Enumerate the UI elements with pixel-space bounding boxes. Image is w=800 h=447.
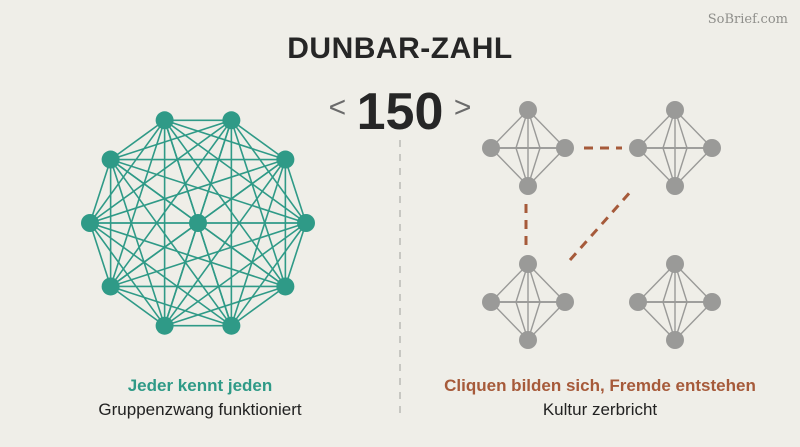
less-than-symbol: < (328, 91, 347, 124)
network-edge (163, 120, 199, 224)
network-node (222, 111, 241, 130)
network-edge (110, 119, 166, 161)
network-edge (110, 222, 199, 288)
clique-node (556, 293, 574, 311)
network-edge (109, 159, 166, 326)
clique-node (629, 293, 647, 311)
left-caption: Jeder kennt jeden Gruppenzwang funktioni… (0, 376, 400, 420)
network-node (276, 277, 295, 296)
right-caption-lead: Cliquen bilden sich, Fremde entstehen (444, 376, 756, 395)
network-edge (230, 159, 287, 326)
dunbar-number: < 150 > (0, 82, 800, 142)
clique-node (629, 139, 647, 157)
watermark: SoBrief.com (707, 12, 788, 27)
clique-node (666, 331, 684, 349)
network-edge (164, 119, 307, 224)
network-node (155, 316, 174, 335)
clique-node (666, 255, 684, 273)
network-node (276, 150, 295, 169)
dunbar-value: 150 (356, 83, 444, 141)
network-node (101, 150, 120, 169)
network-edge (197, 158, 286, 224)
clique-node (519, 331, 537, 349)
network-edge (230, 285, 286, 327)
network-edge (197, 222, 233, 326)
network-edge (109, 120, 166, 287)
clique-networks (482, 101, 721, 349)
network-edge (89, 222, 232, 327)
page-title: DUNBAR-ZAHL (287, 32, 513, 65)
left-caption-sub: Gruppenzwang funktioniert (98, 400, 302, 419)
clique-node (556, 139, 574, 157)
clique-node (666, 177, 684, 195)
network-node (189, 214, 207, 232)
network-edge (164, 222, 307, 327)
clique-node (482, 293, 500, 311)
clique-node (519, 177, 537, 195)
network-edge (110, 158, 307, 224)
clique-node (482, 139, 500, 157)
clique-bridges (524, 146, 634, 261)
clique-node (519, 255, 537, 273)
network-edge (89, 222, 112, 287)
clique-node (519, 101, 537, 119)
network-edge (163, 119, 287, 287)
network-node (81, 214, 99, 232)
left-caption-lead: Jeder kennt jeden (127, 376, 273, 395)
network-edge (197, 120, 233, 224)
network-edge (110, 158, 199, 224)
network-node (222, 316, 241, 335)
clique-node (703, 293, 721, 311)
network-edge (284, 222, 307, 287)
greater-than-symbol: > (453, 91, 472, 124)
network-edge (284, 159, 307, 224)
network-edge (230, 120, 287, 287)
network-edge (163, 222, 199, 326)
bridge-connection (568, 189, 634, 261)
network-edge (89, 159, 112, 224)
network-node (155, 111, 174, 130)
network-node (101, 277, 120, 296)
clique-node (666, 101, 684, 119)
right-caption-sub: Kultur zerbricht (542, 400, 658, 419)
right-caption: Cliquen bilden sich, Fremde entstehen Ku… (400, 376, 800, 420)
network-edge (164, 119, 286, 161)
network-edge (230, 119, 286, 161)
full-network (81, 111, 315, 335)
network-edge (197, 222, 286, 288)
network-edge (110, 285, 166, 327)
network-node (297, 214, 315, 232)
clique-node (703, 139, 721, 157)
network-edge (89, 119, 232, 224)
